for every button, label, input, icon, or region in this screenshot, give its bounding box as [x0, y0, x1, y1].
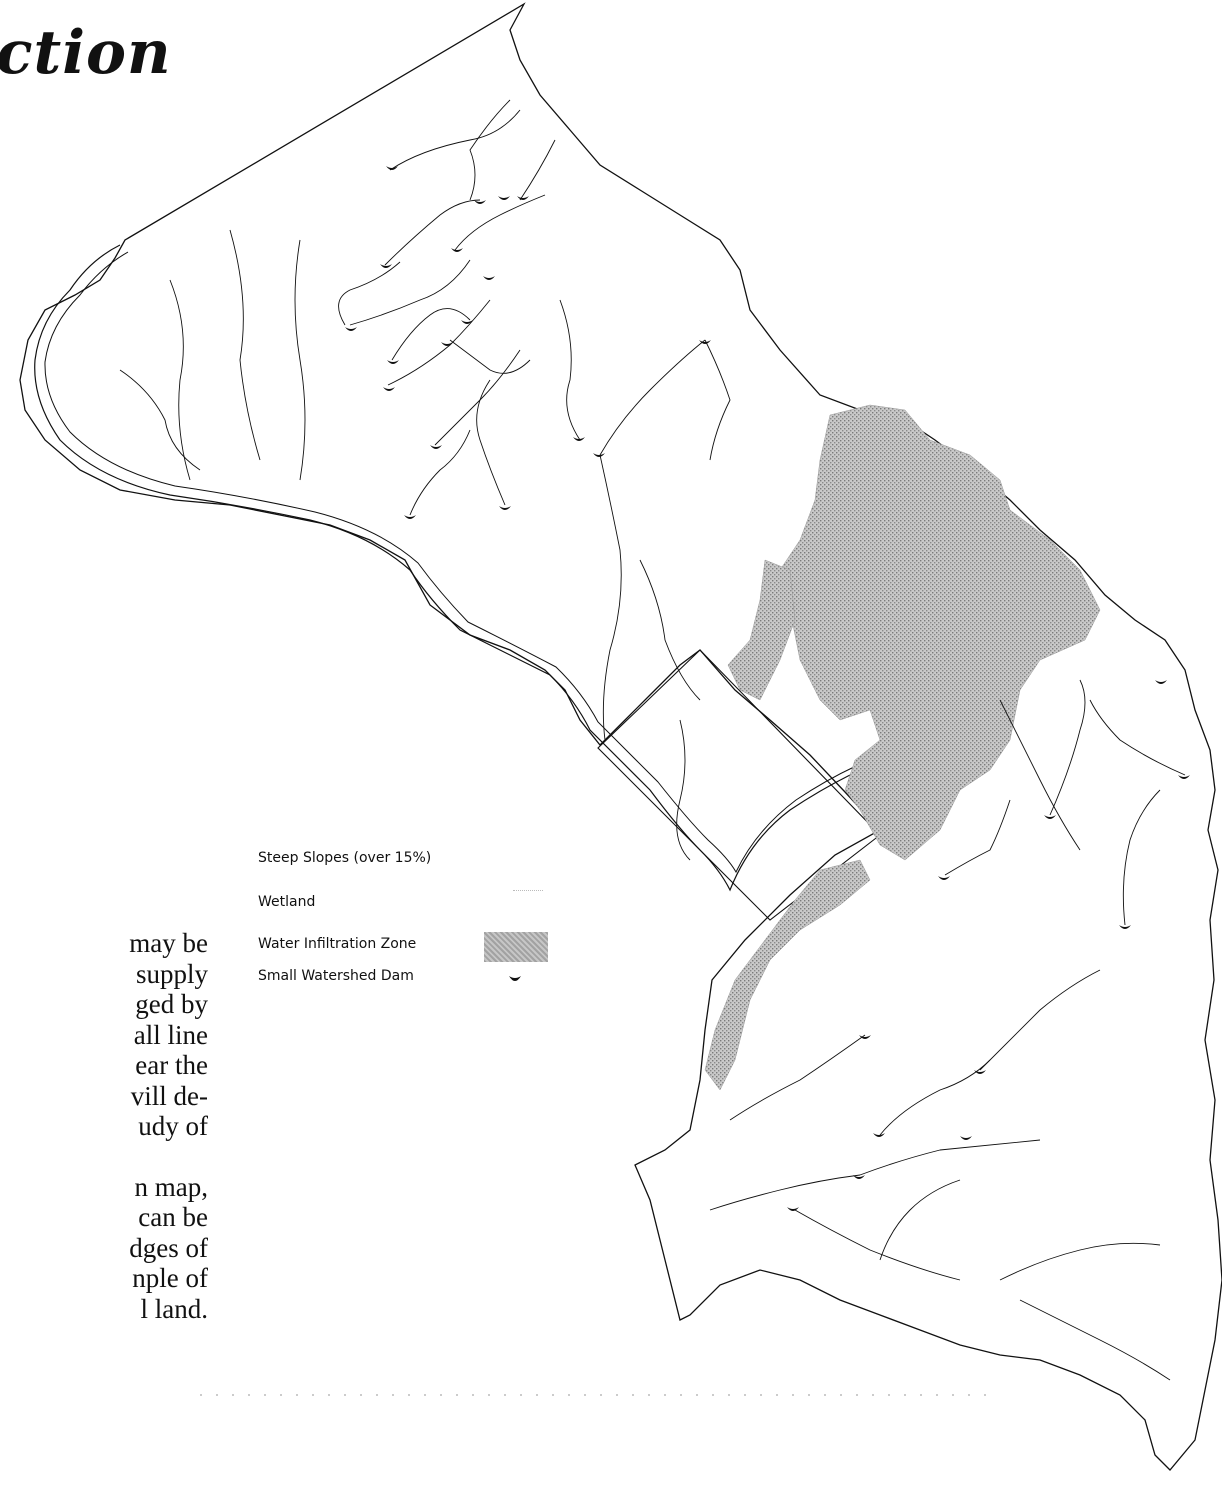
dam-icon: [461, 320, 473, 324]
dam-icon: [483, 276, 495, 280]
dam-icon: [474, 200, 486, 204]
text-line: n map,: [134, 1171, 209, 1202]
legend-label-small-watershed-dam: Small Watershed Dam: [258, 968, 414, 984]
paragraph-2: n map, can be dges of nple of l land.: [0, 1172, 208, 1325]
dam-icon: [1044, 815, 1056, 819]
dam-icon: [938, 876, 950, 880]
text-line: l land.: [140, 1293, 209, 1324]
text-line: dges of: [129, 1232, 208, 1263]
dam-icon: [404, 515, 416, 519]
dam-icon: [1155, 680, 1167, 684]
dam-icon: [345, 327, 357, 331]
dam-icon: [380, 264, 392, 268]
dam-icon: [974, 1070, 986, 1074]
text-line: ear the: [135, 1050, 208, 1080]
dam-icon: [593, 453, 605, 457]
infiltration-zones: [704, 404, 1101, 1091]
dam-markers: [345, 166, 1190, 1211]
dam-icon: [441, 342, 453, 346]
dam-icon: [573, 437, 585, 441]
page-title: ction: [0, 18, 172, 88]
dam-icon: [387, 360, 399, 364]
dam-icon: [1119, 925, 1131, 929]
text-line: may be: [129, 928, 208, 958]
infiltration-swatch: [484, 932, 548, 962]
dam-icon: [517, 196, 529, 200]
dam-icon: [451, 248, 463, 252]
dam-icon: [853, 1175, 865, 1179]
dam-icon: [1178, 775, 1190, 779]
text-line: supply: [135, 958, 208, 989]
text-line: udy of: [138, 1111, 208, 1141]
dam-icon: [859, 1035, 871, 1039]
dam-icon: [787, 1207, 799, 1211]
main-river-bank: [44, 251, 857, 874]
legend-label-wetland: Wetland: [258, 894, 316, 910]
text-line: vill de-: [130, 1080, 208, 1111]
dam-icon: [960, 1136, 972, 1140]
dam-icon: [699, 340, 711, 344]
body-text: may be supply ged by all line ear the vi…: [0, 928, 208, 1354]
dam-icon: [873, 1133, 885, 1137]
text-line: can be: [138, 1202, 208, 1232]
dam-icon: [386, 166, 398, 170]
legend-label-water-infiltration: Water Infiltration Zone: [258, 936, 417, 952]
legend-label-steep-slopes: Steep Slopes (over 15%): [258, 850, 432, 866]
text-line: ged by: [135, 989, 208, 1019]
paragraph-1: may be supply ged by all line ear the vi…: [0, 928, 208, 1142]
text-line: nple of: [132, 1263, 208, 1293]
dam-icon: [498, 196, 510, 200]
dam-icon: [383, 387, 395, 391]
streams: [119, 99, 1186, 1381]
dam-icon: [430, 445, 442, 449]
district-outline: [597, 649, 881, 921]
text-line: all line: [133, 1019, 208, 1050]
dam-icon: [499, 506, 511, 510]
wetland-swatch: [513, 890, 543, 893]
dam-mark-icon: [509, 976, 521, 981]
main-river: [34, 244, 851, 892]
